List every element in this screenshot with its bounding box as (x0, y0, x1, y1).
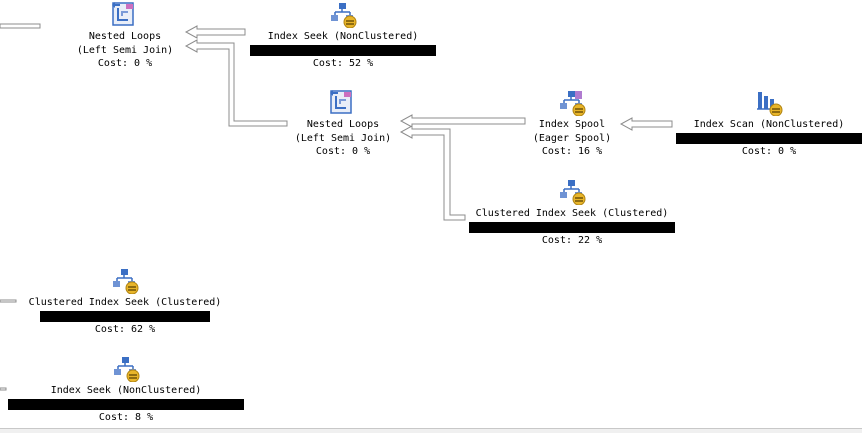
index-spool-icon (560, 91, 586, 116)
plan-node-nested-loops[interactable]: Nested Loops (Left Semi Join) Cost: 0 % (55, 2, 195, 71)
plan-node-clustered-index-seek[interactable]: Clustered Index Seek (Clustered) Cost: 2… (466, 179, 678, 247)
node-operator-name: Clustered Index Seek (Clustered) (28, 297, 222, 308)
node-operator-subtype: (Left Semi Join) (294, 132, 392, 144)
node-operator-name: Index Spool (538, 119, 606, 130)
redacted-object-name (469, 221, 675, 233)
node-cost: Cost: 0 % (741, 145, 797, 157)
redacted-object-name (40, 310, 210, 322)
node-operator-name: Index Seek (NonClustered) (50, 385, 202, 396)
horizontal-scrollbar-edge[interactable] (0, 428, 862, 433)
node-cost: Cost: 22 % (541, 234, 603, 246)
plan-node-index-scan[interactable]: Index Scan (NonClustered) Cost: 0 % (676, 90, 862, 158)
node-cost: Cost: 62 % (94, 323, 156, 335)
node-cost: Cost: 0 % (97, 58, 153, 69)
index-seek-icon (114, 357, 140, 382)
node-cost: Cost: 52 % (312, 57, 374, 69)
index-seek-icon (331, 3, 357, 28)
plan-node-clustered-index-seek[interactable]: Clustered Index Seek (Clustered) Cost: 6… (18, 268, 232, 336)
node-operator-name: Index Scan (NonClustered) (693, 119, 845, 130)
node-operator-name: Nested Loops (306, 119, 380, 130)
connector-arrow (619, 117, 673, 131)
redacted-object-name (250, 44, 436, 56)
node-operator-subtype: (Eager Spool) (532, 132, 612, 144)
connector-arrow (0, 23, 41, 29)
plan-node-index-seek[interactable]: Index Seek (NonClustered) Cost: 52 % (250, 2, 436, 70)
node-cost: Cost: 0 % (315, 146, 371, 157)
connector-arrow (0, 387, 7, 391)
redacted-object-name (676, 132, 862, 144)
clustered-index-seek-icon (560, 180, 586, 205)
nested-loops-icon (112, 2, 134, 26)
connector-arrow (399, 125, 466, 221)
connector-arrow (399, 114, 526, 128)
connector-arrow (184, 39, 288, 127)
node-cost: Cost: 16 % (541, 146, 603, 157)
plan-node-nested-loops[interactable]: Nested Loops (Left Semi Join) Cost: 0 % (273, 90, 413, 159)
node-operator-name: Index Seek (NonClustered) (267, 31, 419, 42)
connector-arrow (0, 299, 17, 303)
node-operator-subtype: (Left Semi Join) (76, 44, 174, 56)
redacted-object-name (8, 398, 244, 410)
index-scan-icon (757, 92, 783, 116)
node-cost: Cost: 8 % (98, 411, 154, 423)
plan-node-index-seek[interactable]: Index Seek (NonClustered) Cost: 8 % (8, 356, 244, 424)
plan-node-index-spool[interactable]: Index Spool (Eager Spool) Cost: 16 % (522, 90, 622, 159)
node-operator-name: Nested Loops (88, 31, 162, 42)
clustered-index-seek-icon (113, 269, 139, 294)
nested-loops-icon (330, 90, 352, 114)
node-operator-name: Clustered Index Seek (Clustered) (475, 208, 669, 219)
connector-arrow (184, 25, 246, 39)
